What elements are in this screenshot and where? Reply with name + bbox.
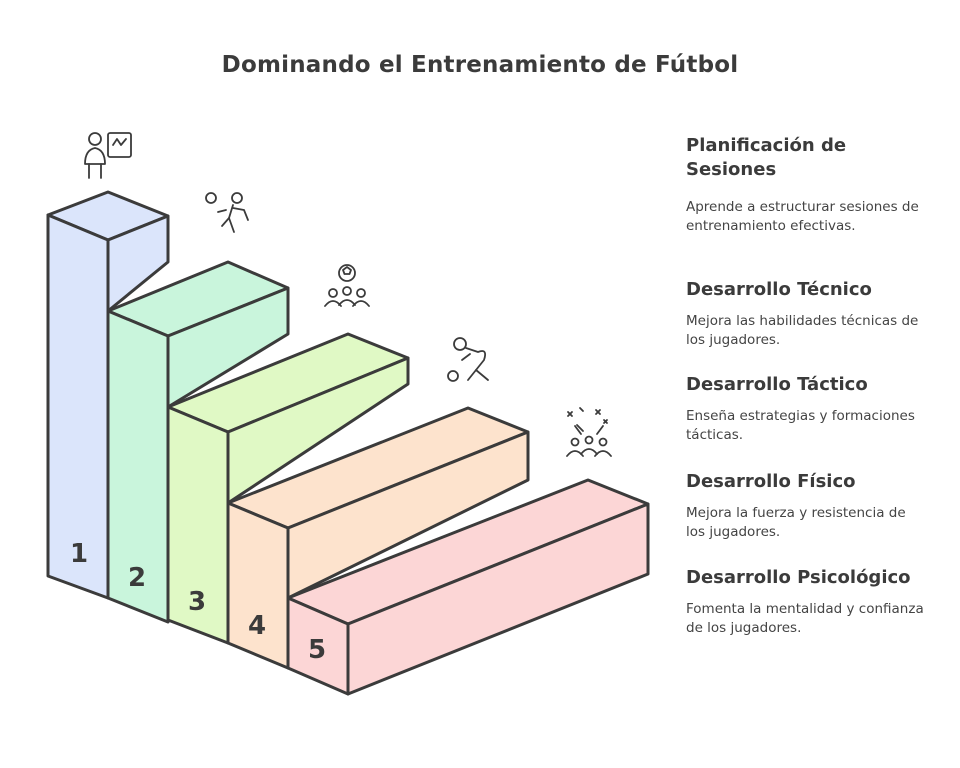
- section-tecnico: Desarrollo Técnico Mejora las habilidade…: [686, 278, 926, 349]
- player-exercising-icon: [447, 337, 489, 382]
- section-description: Mejora las habilidades técnicas de los j…: [686, 313, 919, 348]
- section-heading: Desarrollo Técnico: [686, 279, 872, 300]
- coach-whiteboard-icon: [84, 132, 132, 179]
- player-kicking-ball-icon: [205, 192, 249, 233]
- team-with-ball-icon: [324, 264, 370, 307]
- step-number-1: 1: [70, 539, 88, 569]
- step-5: [286, 478, 650, 696]
- team-celebrating-icon: [566, 407, 612, 457]
- step-number-3: 3: [188, 587, 206, 617]
- step-number-2: 2: [128, 563, 146, 593]
- section-description: Mejora la fuerza y resistencia de los ju…: [686, 505, 906, 540]
- step-number-5: 5: [308, 635, 326, 665]
- section-psicologico: Desarrollo Psicológico Fomenta la mental…: [686, 566, 926, 637]
- section-description: Enseña estrategias y formaciones táctica…: [686, 408, 915, 443]
- page-title: Dominando el Entrenamiento de Fútbol: [221, 52, 739, 78]
- section-heading: Planificación de Sesiones: [686, 135, 847, 180]
- section-description: Aprende a estructurar sesiones de entren…: [686, 199, 919, 234]
- section-fisico: Desarrollo Físico Mejora la fuerza y res…: [686, 470, 926, 541]
- section-heading: Desarrollo Físico: [686, 471, 856, 492]
- step-4: [226, 406, 530, 670]
- step-number-4: 4: [248, 611, 266, 641]
- section-planificacion: Planificación de Sesiones Aprende a estr…: [686, 134, 926, 235]
- section-heading: Desarrollo Psicológico: [686, 567, 911, 588]
- section-tactico: Desarrollo Táctico Enseña estrategias y …: [686, 373, 926, 444]
- step-3: [166, 332, 410, 645]
- section-heading: Desarrollo Táctico: [686, 374, 868, 395]
- step-1: [46, 190, 170, 600]
- section-description: Fomenta la mentalidad y confianza de los…: [686, 601, 924, 636]
- step-2: [106, 260, 290, 624]
